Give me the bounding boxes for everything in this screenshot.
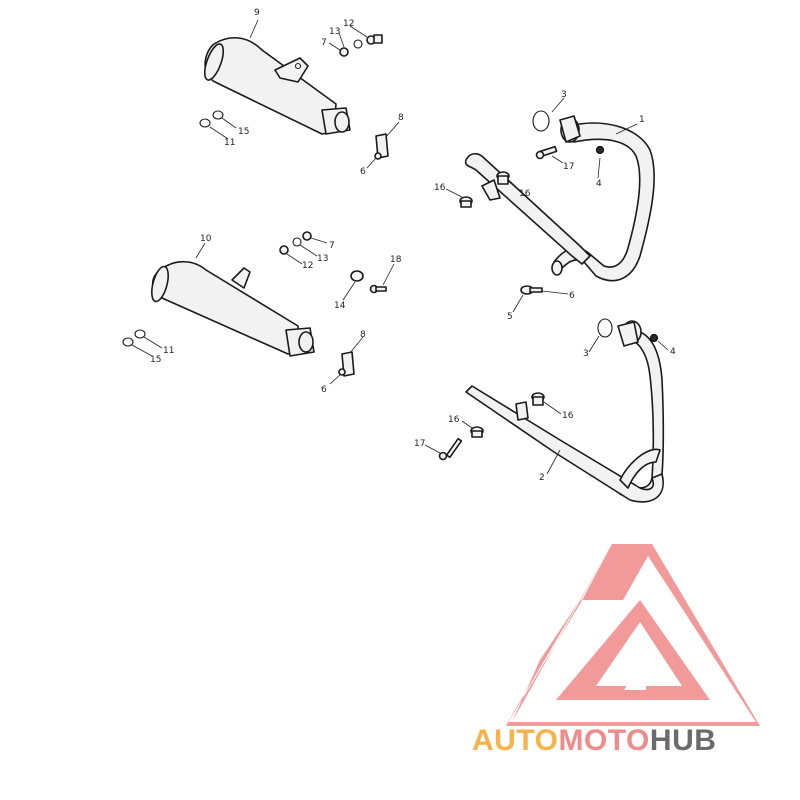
bolt-16-c (470, 426, 484, 438)
bracket-8-lower (338, 351, 355, 377)
svg-text:AUTOMOTOHUB: AUTOMOTOHUB (472, 724, 716, 757)
callout-16-a: 16 (434, 183, 446, 193)
callout-7-lower: 7 (329, 241, 335, 251)
callout-13-lower: 13 (317, 254, 328, 264)
leader-lines (131, 19, 669, 475)
header-pipe-1 (464, 115, 655, 282)
callout-16-c: 16 (448, 415, 460, 425)
bolt-16-b (496, 171, 510, 185)
callout-2: 2 (539, 473, 545, 483)
clamp-5 (520, 285, 543, 295)
muffler-9 (203, 37, 351, 135)
header-pipe-2 (465, 320, 665, 503)
callout-17-lower: 17 (414, 439, 425, 449)
callout-12-upper: 12 (343, 19, 354, 29)
callout-16-d: 16 (562, 411, 574, 421)
bolt-16-a (459, 196, 473, 208)
nut-4-lower (649, 333, 659, 343)
logo-mark (506, 544, 760, 726)
callout-12-lower: 12 (302, 261, 313, 271)
bolt-17-upper (535, 145, 558, 160)
bracket-8-upper (374, 133, 389, 160)
washer-11-upper (199, 118, 211, 128)
callout-15-lower: 15 (150, 355, 161, 365)
callout-18: 18 (390, 255, 402, 265)
callout-1: 1 (639, 115, 645, 125)
callout-4-upper: 4 (596, 179, 602, 189)
logo-auto: AUTO (472, 724, 558, 757)
callout-4-lower: 4 (670, 347, 676, 357)
washer-11-lower (134, 329, 146, 339)
logo-hub: HUB (650, 724, 717, 757)
callout-8-upper: 8 (398, 113, 404, 123)
callout-5: 5 (507, 312, 513, 322)
callout-15-upper: 15 (238, 127, 249, 137)
nut-4-upper (595, 145, 605, 155)
bolt-16-d (531, 392, 545, 406)
callout-6-b: 6 (321, 385, 327, 395)
callout-17-upper: 17 (563, 162, 574, 172)
gasket-3-upper (532, 110, 550, 132)
bolt-17-lower (438, 437, 463, 461)
callout-8-lower: 8 (360, 330, 366, 340)
gasket-3-lower (597, 318, 613, 338)
grommet-14 (350, 270, 364, 282)
callout-3-upper: 3 (561, 90, 567, 100)
hardware (122, 34, 659, 461)
callout-13-upper: 13 (329, 27, 340, 37)
washer-15-upper (212, 110, 224, 120)
callout-7-upper: 7 (321, 38, 327, 48)
callout-6-c: 6 (569, 291, 575, 301)
muffler-10 (150, 260, 315, 357)
callout-14: 14 (334, 301, 346, 311)
mount-bolts-upper (339, 34, 383, 57)
callout-10: 10 (200, 234, 212, 244)
callout-11-lower: 11 (163, 346, 174, 356)
callout-3-lower: 3 (583, 349, 589, 359)
mount-bolts-lower (279, 231, 312, 255)
automotohub-logo: AUTOMOTOHUB (472, 544, 760, 757)
callout-16-b: 16 (519, 189, 531, 199)
callout-9: 9 (254, 8, 260, 18)
callout-6-a: 6 (360, 167, 366, 177)
callout-11-upper: 11 (224, 138, 235, 148)
logo-moto: MOTO (558, 724, 649, 757)
bolt-18 (369, 284, 387, 294)
callout-labels: 1 3 4 17 16 16 6 5 3 4 16 16 17 2 9 12 1… (150, 8, 676, 483)
washer-15-lower (122, 337, 134, 347)
